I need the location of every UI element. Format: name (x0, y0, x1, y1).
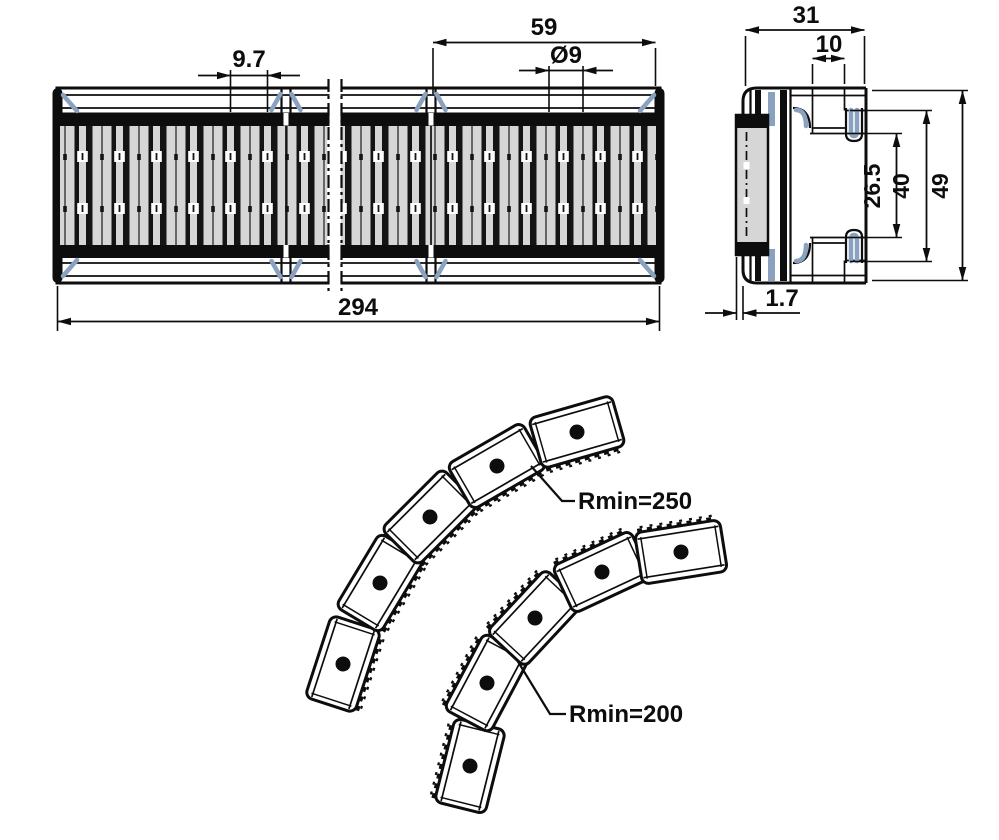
slat-pattern-left (60, 126, 327, 245)
dim-slot-width-value: 10 (816, 31, 843, 58)
snap-mark-icon (434, 258, 448, 280)
side-plate (734, 113, 770, 257)
dim-link-section-value: 59 (531, 14, 558, 41)
link-joint (269, 88, 303, 283)
slat-pattern-right (341, 126, 656, 245)
dim-inner-height: 26.5 (848, 132, 902, 239)
dim-pitch: 9.7 (198, 46, 300, 112)
bend-view-r250: Rmin=250 (303, 393, 692, 717)
side-view: 31 10 26.5 40 49 (705, 2, 968, 320)
link-joint (414, 88, 448, 283)
dim-outer-width: 31 (744, 2, 866, 86)
corner-chamfer-icon (637, 92, 657, 114)
dim-pin-diameter: Ø9 (519, 42, 613, 112)
snap-mark-icon (414, 258, 428, 280)
dim-pin-value: Ø9 (550, 42, 582, 69)
cap-snap-mark-icon (768, 249, 775, 281)
leader-r200 (516, 659, 566, 716)
snap-mark-icon (289, 91, 303, 113)
side-frame (760, 86, 868, 285)
bend-radius-views: Rmin=250 Rmin=200 (303, 393, 730, 816)
top-band (57, 112, 660, 126)
corner-chamfer-icon (60, 92, 80, 114)
snap-mark-icon (414, 91, 428, 113)
corner-chamfer-icon (60, 257, 80, 279)
chain-link (427, 714, 508, 816)
snap-hook-mark-icon (848, 232, 860, 264)
snap-hook-mark-icon (793, 107, 809, 129)
cap-snap-mark-icon (768, 92, 775, 126)
break-lines (327, 79, 343, 293)
leader-r250 (530, 465, 575, 503)
snap-hook-mark-icon (848, 107, 860, 139)
snap-hook (844, 108, 864, 143)
chain-link (526, 393, 629, 476)
dim-plate-thickness: 1.7 (705, 257, 800, 320)
dim-slot-width: 10 (811, 31, 846, 84)
bottom-band (57, 244, 660, 258)
dim-total-length-value: 294 (338, 294, 379, 321)
snap-mark-icon (269, 91, 283, 113)
snap-mark-icon (434, 91, 448, 113)
snap-hook-mark-icon (793, 242, 809, 264)
label-rmin-200: Rmin=200 (569, 701, 683, 728)
snap-mark-icon (269, 258, 283, 280)
dim-inner-height-value: 26.5 (859, 163, 885, 208)
dim-mid-height-value: 40 (888, 173, 914, 199)
dim-mid-height: 40 (850, 109, 932, 263)
chain-link (631, 512, 730, 587)
corner-chamfer-icon (637, 257, 657, 279)
dim-outer-width-value: 31 (793, 2, 820, 29)
bend-view-r200: Rmin=200 (427, 512, 730, 816)
dim-outer-height-value: 49 (927, 173, 953, 199)
dim-pitch-value: 9.7 (232, 46, 265, 73)
front-view-outline (55, 86, 662, 285)
dim-plate-thickness-value: 1.7 (765, 285, 798, 312)
snap-mark-icon (289, 258, 303, 280)
dim-link-section: 59 (432, 14, 657, 94)
dim-outer-height: 49 (872, 89, 968, 282)
label-rmin-250: Rmin=250 (578, 488, 692, 515)
snap-hook (844, 228, 864, 263)
front-view: 9.7 Ø9 59 294 (52, 14, 665, 331)
dim-total-length: 294 (56, 286, 661, 331)
